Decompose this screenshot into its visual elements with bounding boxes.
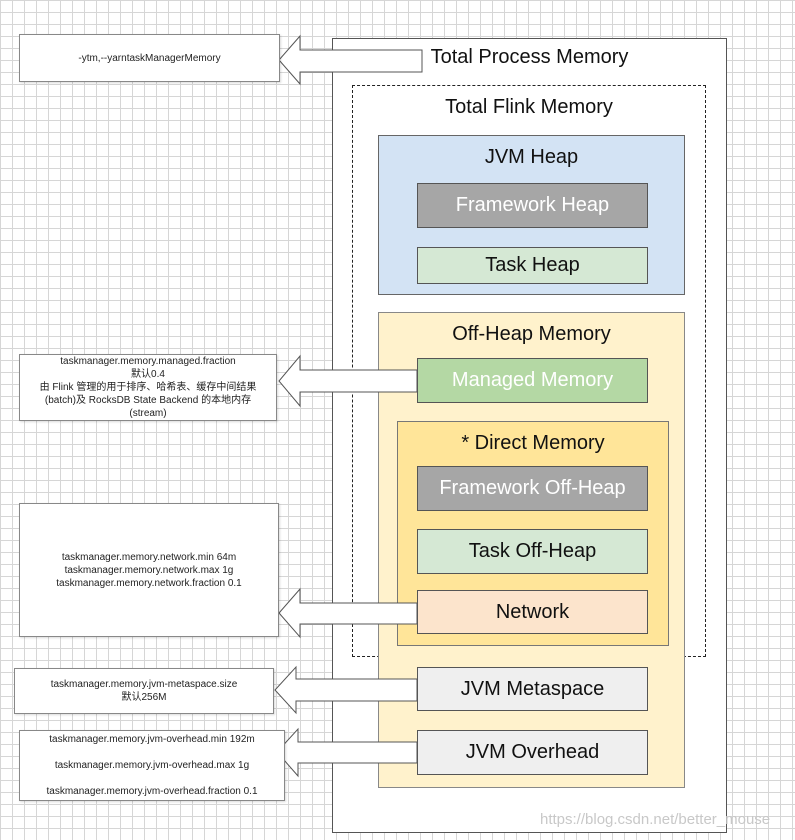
arrow-overhead [276,727,418,778]
note-network-memory: taskmanager.memory.network.min 64m taskm… [19,503,279,637]
off-heap-memory-title: Off-Heap Memory [452,323,611,345]
note-jvm-metaspace: taskmanager.memory.jvm-metaspace.size 默认… [14,668,274,714]
note-managed-memory: taskmanager.memory.managed.fraction 默认0.… [19,354,277,421]
note-overhead-line: taskmanager.memory.jvm-overhead.min 192m [49,734,255,745]
note-metaspace-line: taskmanager.memory.jvm-metaspace.size [50,679,238,690]
arrow-process [278,34,423,86]
direct-memory-title: * Direct Memory [461,432,605,454]
note-overhead-line: taskmanager.memory.jvm-overhead.fraction… [46,786,258,797]
arrow-network [278,587,418,639]
note-jvm-overhead: taskmanager.memory.jvm-overhead.min 192m… [19,730,285,801]
framework-heap-block: Framework Heap [417,183,648,228]
jvm-heap-title: JVM Heap [484,146,579,168]
note-managed-line: (stream) [129,408,167,419]
total-process-memory-title: Total Process Memory [430,46,629,68]
note-managed-line: (batch)及 RocksDB State Backend 的本地内存 [44,395,252,406]
network-block: Network [417,590,648,634]
arrow-managed [278,354,418,408]
total-flink-memory-title: Total Flink Memory [445,96,613,118]
task-off-heap-block: Task Off-Heap [417,529,648,574]
note-managed-line: 由 Flink 管理的用于排序、哈希表、缓存中间结果 [39,382,257,393]
watermark-text: https://blog.csdn.net/better_mouse [540,811,771,828]
jvm-metaspace-block: JVM Metaspace [417,667,648,711]
note-process-line: -ytm,--yarntaskManagerMemory [78,52,221,64]
task-heap-block: Task Heap [417,247,648,284]
note-overhead-line: taskmanager.memory.jvm-overhead.max 1g [54,760,250,771]
managed-memory-block: Managed Memory [417,358,648,403]
jvm-overhead-block: JVM Overhead [417,730,648,775]
note-managed-line: taskmanager.memory.managed.fraction [60,356,236,367]
note-network-line: taskmanager.memory.network.max 1g [64,564,234,576]
note-network-line: taskmanager.memory.network.min 64m [61,551,237,563]
note-managed-line: 默认0.4 [131,369,165,380]
note-network-line: taskmanager.memory.network.fraction 0.1 [56,577,242,589]
arrow-metaspace [274,665,418,715]
note-process-memory: -ytm,--yarntaskManagerMemory [19,34,280,82]
note-metaspace-line: 默认256M [121,692,167,703]
framework-off-heap-block: Framework Off-Heap [417,466,648,511]
